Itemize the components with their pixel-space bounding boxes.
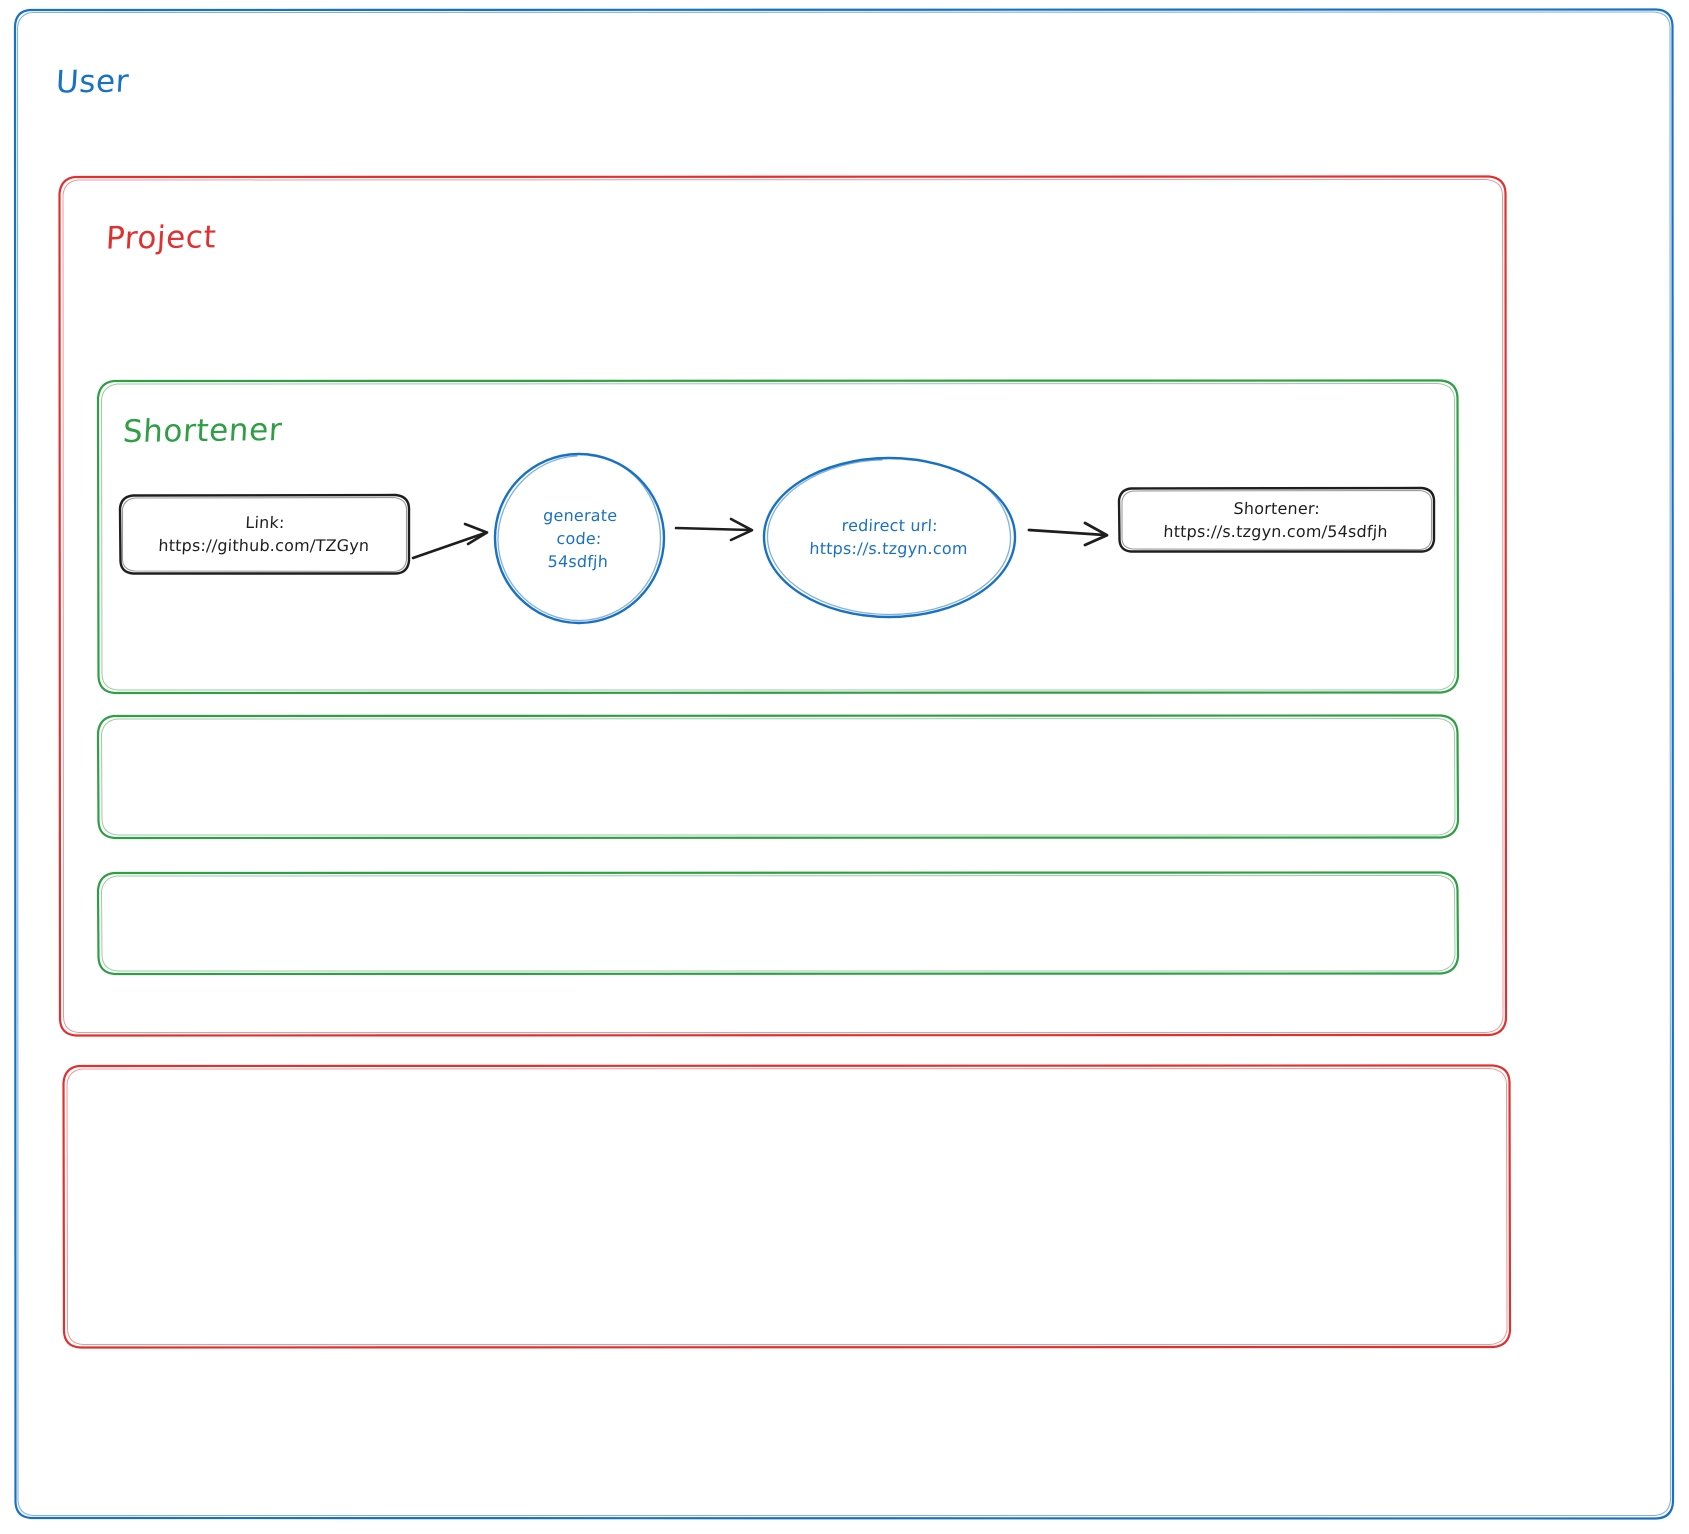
node-generate-code-text: generate code: 54sdfjh — [543, 505, 619, 572]
node-shortener-result-outline — [1117, 486, 1436, 553]
node-shortener-result[interactable]: Shortener: https://s.tzgyn.com/54sdfjh — [1117, 486, 1436, 553]
node-generate-code-outline — [493, 452, 666, 625]
node-redirect-url[interactable]: redirect url: https://s.tzgyn.com — [762, 456, 1017, 619]
frame-user-outline — [13, 8, 1675, 1520]
arrow-generate-to-redirect — [674, 517, 754, 542]
node-redirect-url-outline — [762, 456, 1017, 619]
frame-shortener[interactable]: Shortener — [96, 379, 1460, 695]
node-generate-code[interactable]: generate code: 54sdfjh — [493, 452, 666, 625]
node-redirect-url-text: redirect url: https://s.tzgyn.com — [809, 516, 969, 559]
frame-green-empty-2-outline — [96, 871, 1460, 976]
frame-shortener-outline — [96, 379, 1460, 695]
frame-shortener-label: Shortener — [121, 412, 284, 450]
node-shortener-result-text: Shortener: https://s.tzgyn.com/54sdfjh — [1163, 498, 1389, 541]
frame-project-outline — [58, 175, 1508, 1037]
node-link-text: Link: https://github.com/TZGyn — [157, 513, 370, 556]
node-link[interactable]: Link: https://github.com/TZGyn — [118, 493, 411, 575]
frame-green-empty-1[interactable] — [96, 714, 1460, 840]
frame-project-label: Project — [104, 219, 218, 257]
frame-project[interactable]: Project — [58, 175, 1508, 1037]
frame-green-empty-2[interactable] — [96, 871, 1460, 976]
frame-user[interactable]: User — [13, 8, 1675, 1520]
frame-user-label: User — [54, 63, 131, 101]
node-link-outline — [118, 493, 411, 575]
frame-red-empty-1[interactable] — [62, 1064, 1512, 1349]
frame-green-empty-1-outline — [96, 714, 1460, 840]
arrow-link-to-generate — [411, 522, 489, 560]
arrow-redirect-to-shortener — [1027, 521, 1109, 547]
frame-red-empty-1-outline — [62, 1064, 1512, 1349]
